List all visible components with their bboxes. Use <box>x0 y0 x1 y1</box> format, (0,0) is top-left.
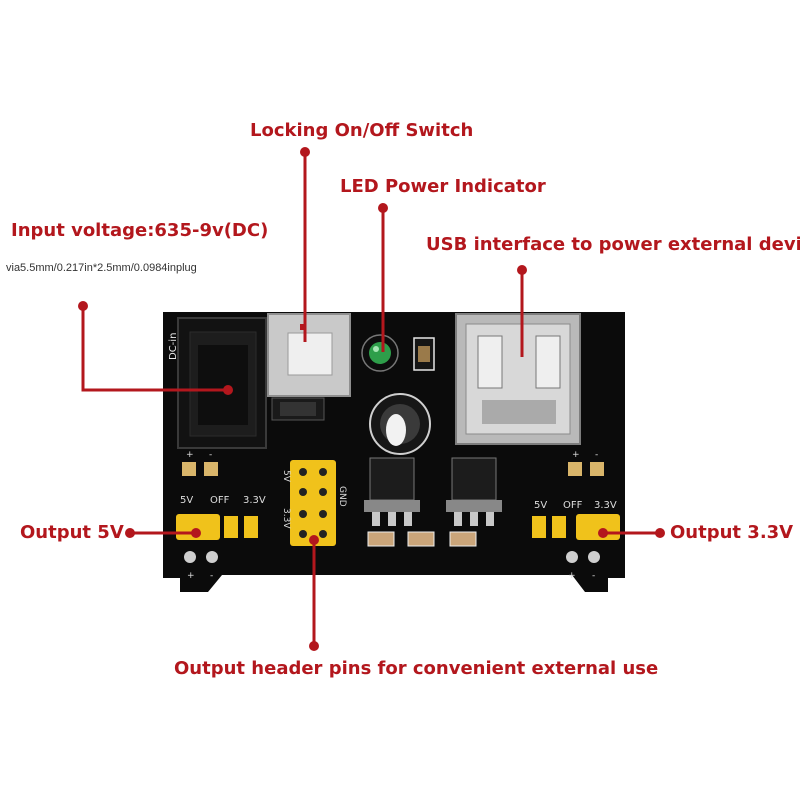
callout-input-plug: via5.5mm/0.217in*2.5mm/0.0984inplug <box>6 262 197 274</box>
header-gnd-label: GND <box>337 486 347 507</box>
leader-input <box>81 306 228 392</box>
led <box>361 334 435 372</box>
callout-output-33v: Output 3.3V <box>670 522 794 543</box>
usb-port <box>455 313 581 445</box>
right-off-label: OFF <box>563 500 583 511</box>
callout-output-5v: Output 5V <box>20 522 124 543</box>
callout-usb: USB interface to power external device <box>426 234 800 255</box>
callout-switch: Locking On/Off Switch <box>250 120 474 141</box>
left-33v-label: 3.3V <box>243 495 266 506</box>
right-5v-label: 5V <box>534 500 547 511</box>
leader-dots <box>78 147 665 651</box>
voltage-regulators <box>364 457 502 547</box>
header-5v-label: 5V <box>281 470 291 483</box>
right-rail-pins <box>532 462 620 563</box>
left-minus-label: - <box>209 450 212 460</box>
left-5v-label: 5V <box>180 495 193 506</box>
right-bottom-minus: - <box>592 571 595 581</box>
switch-body <box>267 313 351 421</box>
callout-input-voltage: Input voltage:635-9v(DC) <box>11 220 269 241</box>
left-bottom-plus: + <box>187 571 195 581</box>
dc-jack <box>177 317 267 449</box>
left-bottom-minus: - <box>210 571 213 581</box>
left-off-label: OFF <box>210 495 230 506</box>
left-plus-label: + <box>186 450 194 460</box>
leader-lines <box>81 152 660 646</box>
callout-led: LED Power Indicator <box>340 176 546 197</box>
header-pins <box>290 460 336 546</box>
right-33v-label: 3.3V <box>594 500 617 511</box>
right-plus-label: + <box>572 450 580 460</box>
capacitor <box>369 393 431 455</box>
right-bottom-plus: + <box>568 571 576 581</box>
dc-in-label: DC-in <box>168 333 179 360</box>
right-minus-label: - <box>595 450 598 460</box>
header-33v-label: 3.3V <box>281 508 291 529</box>
callout-header: Output header pins for convenient extern… <box>174 658 659 679</box>
